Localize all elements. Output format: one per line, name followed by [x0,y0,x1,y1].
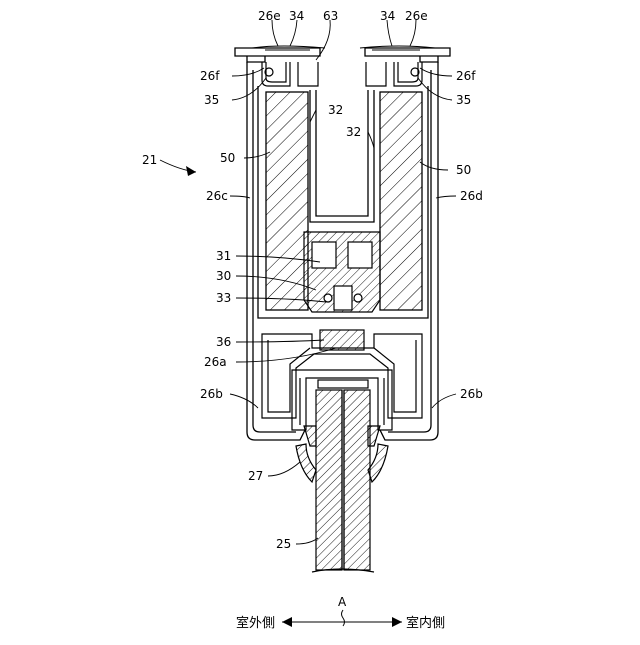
label-25: 25 [276,537,291,551]
label-26c: 26c [206,189,228,203]
label-30: 30 [216,269,231,283]
label-26a: 26a [204,355,227,369]
panel-50-left [266,92,308,310]
tilde-mark [342,610,345,626]
direction-indicator: A 室外側 室内側 [236,595,445,631]
label-34-left: 34 [289,9,304,23]
label-50-left: 50 [220,151,235,165]
label-26f-right: 26f [456,69,476,83]
arrow-left-head [282,617,292,627]
label-31: 31 [216,249,231,263]
label-33: 33 [216,291,231,305]
label-26e-left: 26e [258,9,281,23]
label-A: A [338,595,347,609]
label-26d: 26d [460,189,483,203]
label-50-right: 50 [456,163,471,177]
label-26f-left: 26f [200,69,220,83]
label-32-left: 32 [328,103,343,117]
arrowhead-21 [186,166,196,176]
label-26e-right: 26e [405,9,428,23]
label-27: 27 [248,469,263,483]
label-26b-right: 26b [460,387,483,401]
arrow-right-head [392,617,402,627]
label-outdoor-side: 室外側 [236,615,275,631]
label-indoor-side: 室内側 [406,615,445,631]
glass-panel-25 [312,390,374,572]
label-34-right: 34 [380,9,395,23]
label-32-right: 32 [346,125,361,139]
clip-26f-right [366,62,422,86]
label-26b-left: 26b [200,387,223,401]
label-35-left: 35 [204,93,219,107]
clip-26f-left [262,62,318,86]
center-block-30 [304,232,380,312]
label-21: 21 [142,153,157,167]
label-36: 36 [216,335,231,349]
label-63: 63 [323,9,338,23]
panel-50-right [380,92,422,310]
label-35-right: 35 [456,93,471,107]
